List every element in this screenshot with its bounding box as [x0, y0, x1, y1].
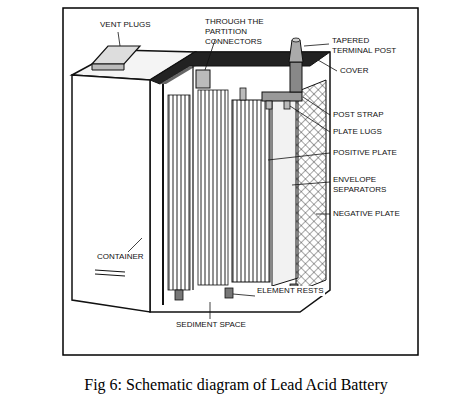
part-label: ELEMENT RESTS — [256, 286, 325, 296]
part-label: NEGATIVE PLATE — [333, 209, 400, 219]
part-label: CONTAINER — [96, 252, 145, 262]
figure-caption: Fig 6: Schematic diagram of Lead Acid Ba… — [0, 376, 472, 394]
part-label: POSITIVE PLATE — [333, 148, 397, 158]
part-label: POST STRAP — [333, 110, 384, 120]
part-label: PLATE LUGS — [333, 127, 382, 137]
part-label: THROUGH THE PARTITION CONNECTORS — [205, 17, 305, 47]
part-label: ENVELOPE SEPARATORS — [333, 175, 388, 195]
part-label: SEDIMENT SPACE — [176, 320, 246, 330]
part-label: TAPERED TERMINAL POST — [332, 36, 402, 56]
part-label: COVER — [340, 66, 368, 76]
part-label: VENT PLUGS — [100, 20, 151, 30]
